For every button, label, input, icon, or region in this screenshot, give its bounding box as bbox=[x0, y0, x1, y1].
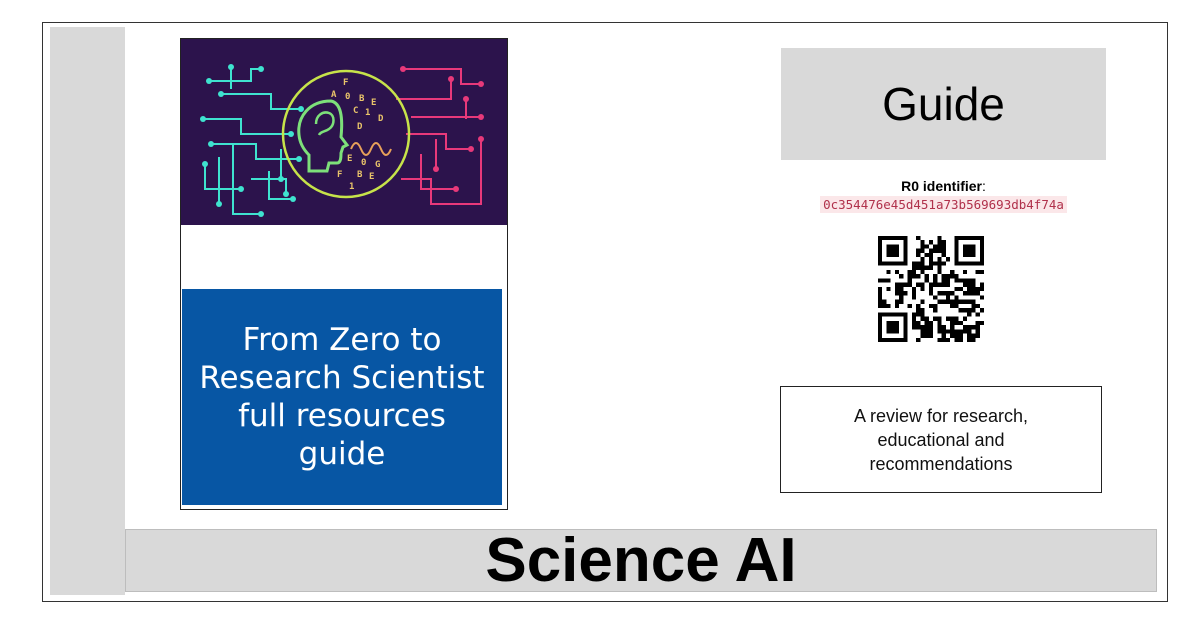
art-glyph: B bbox=[359, 94, 365, 104]
art-glyph: D bbox=[357, 122, 363, 132]
qr-code-icon bbox=[878, 236, 984, 342]
cover-title-box: From Zero to Research Scientist full res… bbox=[182, 289, 502, 505]
art-glyph: B bbox=[357, 170, 363, 180]
art-glyph: F bbox=[343, 78, 348, 88]
art-glyph: 1 bbox=[349, 182, 354, 192]
cover-title: From Zero to Research Scientist full res… bbox=[199, 322, 485, 472]
art-glyph: A bbox=[331, 90, 337, 100]
footer-bar: Science AI bbox=[125, 526, 1157, 595]
cover-art: F A 0 B E C 1 D D E 0 G F B E 1 bbox=[181, 39, 507, 225]
review-box: A review for research, educational and r… bbox=[780, 386, 1102, 493]
identifier-label-row: R0 identifier: bbox=[781, 177, 1106, 195]
left-side-bar bbox=[50, 27, 125, 595]
guide-box: Guide bbox=[781, 48, 1106, 160]
book-cover: F A 0 B E C 1 D D E 0 G F B E 1 From Zer… bbox=[180, 38, 508, 510]
guide-label: Guide bbox=[882, 78, 1005, 130]
identifier-block: R0 identifier: 0c354476e45d451a73b569693… bbox=[781, 177, 1106, 214]
art-glyph: E bbox=[369, 172, 374, 182]
art-glyph: D bbox=[378, 114, 384, 124]
art-glyph: C bbox=[353, 106, 358, 116]
art-glyph: F bbox=[337, 170, 342, 180]
identifier-label: R0 identifier bbox=[901, 178, 982, 194]
art-glyph: 0 bbox=[345, 92, 350, 102]
art-glyph: 0 bbox=[361, 158, 366, 168]
identifier-value: 0c354476e45d451a73b569693db4f74a bbox=[820, 196, 1067, 213]
identifier-colon: : bbox=[982, 178, 986, 194]
art-glyph: G bbox=[375, 160, 380, 170]
art-glyph: E bbox=[347, 154, 352, 164]
review-text: A review for research, educational and r… bbox=[853, 405, 1029, 474]
circuit-head-icon: F A 0 B E C 1 D D E 0 G F B E 1 bbox=[181, 39, 507, 225]
footer-title: Science AI bbox=[485, 526, 797, 595]
art-glyph: 1 bbox=[365, 108, 370, 118]
art-glyph: E bbox=[371, 98, 376, 108]
